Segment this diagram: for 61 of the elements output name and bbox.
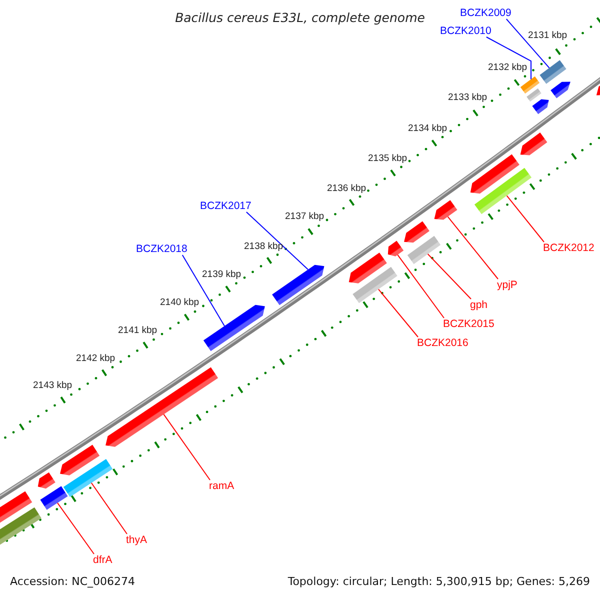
scale-label: 2135 kbp xyxy=(368,153,408,164)
gene-label: BCZK2015 xyxy=(443,318,494,330)
leader-line xyxy=(163,414,210,480)
gene-label: BCZK2018 xyxy=(136,243,188,255)
gene-block xyxy=(352,266,398,304)
accession-text: Accession: NC_006274 xyxy=(10,575,136,589)
gene-block xyxy=(539,60,567,84)
genome-info-text: Topology: circular; Length: 5,300,915 bp; Genes: 5,269 xyxy=(288,575,590,589)
gene-block xyxy=(474,167,532,215)
gene-feature xyxy=(0,491,33,523)
gene-feature xyxy=(59,444,100,476)
gene-label: BCZK2017 xyxy=(200,200,252,212)
gene-label: thyA xyxy=(126,534,148,546)
gene-feature xyxy=(434,200,458,220)
gene-feature xyxy=(520,132,548,156)
gene-feature xyxy=(203,304,265,352)
scale-label: 2138 kbp xyxy=(244,241,284,252)
gene-feature xyxy=(272,264,325,306)
scale-label: 2143 kbp xyxy=(33,380,72,391)
gene-label: BCZK2009 xyxy=(460,7,512,19)
gene-feature xyxy=(348,252,387,284)
gene-label: ramA xyxy=(209,480,234,492)
leader-line xyxy=(397,254,444,318)
scale-label: 2141 kbp xyxy=(118,325,158,336)
scale-label: 2137 kbp xyxy=(285,211,324,222)
scale-label: 2142 kbp xyxy=(76,353,116,364)
gene-feature xyxy=(404,221,430,243)
scale-label: 2139 kbp xyxy=(202,269,242,280)
leader-line xyxy=(182,254,225,326)
leader-line xyxy=(486,36,532,80)
scale-label: 2133 kbp xyxy=(448,92,488,103)
gene-block xyxy=(407,235,441,265)
scale-label: 2136 kbp xyxy=(327,183,366,194)
gene-block xyxy=(0,507,42,545)
gene-feature xyxy=(105,367,219,447)
gene-label: BCZK2016 xyxy=(417,337,468,349)
scale-label: 2132 kbp xyxy=(488,62,528,73)
gene-feature xyxy=(550,81,571,99)
leader-line xyxy=(506,18,550,68)
leader-line xyxy=(378,288,418,338)
gene-block xyxy=(520,76,540,94)
gene-label: ypjP xyxy=(497,279,518,291)
gene-label: BCZK2012 xyxy=(543,242,594,254)
gene-feature xyxy=(470,154,520,194)
leader-line xyxy=(246,212,308,270)
gene-feature xyxy=(37,472,56,489)
scale-label: 2131 kbp xyxy=(528,30,568,41)
gene-block xyxy=(63,459,113,497)
leader-line xyxy=(427,254,472,300)
gene-feature xyxy=(387,240,404,257)
scale-label: 2140 kbp xyxy=(160,297,200,308)
gene-feature xyxy=(596,85,600,96)
gene-feature xyxy=(532,99,549,115)
gene-block xyxy=(526,88,542,102)
leader-line xyxy=(57,502,94,554)
gene-label: gph xyxy=(470,299,488,311)
title: Bacillus cereus E33L, complete genome xyxy=(175,10,425,26)
gene-label: BCZK2010 xyxy=(440,25,492,37)
leader-line xyxy=(447,216,498,280)
gene-label: dfrA xyxy=(93,554,112,566)
scale-label: 2134 kbp xyxy=(408,123,448,134)
